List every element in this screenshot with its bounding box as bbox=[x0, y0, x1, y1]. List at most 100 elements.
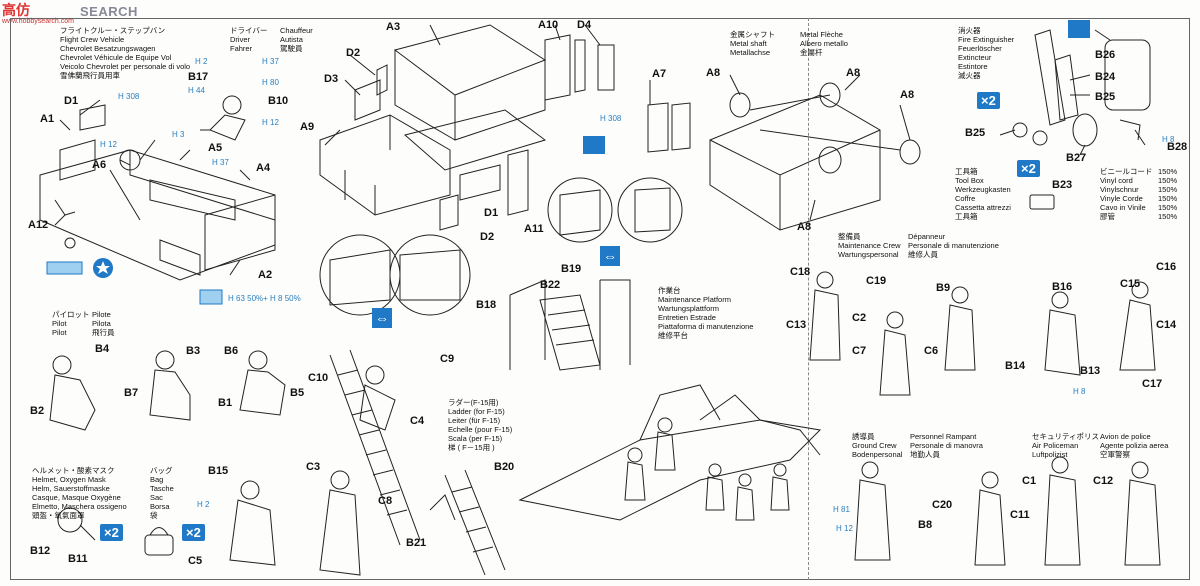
part-label: D3 bbox=[324, 73, 339, 85]
quantity-multiplier: ×2 bbox=[1017, 160, 1040, 177]
color-code: H 2 bbox=[197, 500, 210, 509]
part-label: A12 bbox=[28, 219, 49, 231]
part-label: B14 bbox=[1005, 360, 1026, 372]
crew-figures bbox=[49, 95, 1161, 576]
part-label: C6 bbox=[924, 345, 939, 357]
part-label: B25 bbox=[1095, 91, 1116, 103]
part-label: C15 bbox=[1120, 278, 1141, 290]
color-code: H 63 50%+ H 8 50% bbox=[228, 294, 301, 303]
ladder-caption: ラダー(F-15用)Ladder (for F-15)Leiter (für F… bbox=[448, 398, 513, 452]
part-label: A10 bbox=[538, 19, 559, 31]
color-code: H 81 bbox=[833, 505, 850, 514]
sheet-frame bbox=[10, 18, 1190, 580]
part-label: C1 bbox=[1022, 475, 1037, 487]
part-label: A8 bbox=[846, 67, 861, 79]
part-label: C11 bbox=[1010, 509, 1030, 521]
part-label: C20 bbox=[932, 499, 953, 511]
part-label: B19 bbox=[561, 263, 582, 275]
part-label: C18 bbox=[790, 266, 811, 278]
part-label: B10 bbox=[268, 95, 289, 107]
part-label: B7 bbox=[124, 387, 139, 399]
part-label: B17 bbox=[188, 71, 209, 83]
ladder-drawings bbox=[329, 349, 506, 576]
part-label: B5 bbox=[290, 387, 305, 399]
part-label: B26 bbox=[1095, 49, 1116, 61]
part-label: C19 bbox=[866, 275, 887, 287]
color-code: H 44 bbox=[188, 86, 205, 95]
part-label: A4 bbox=[256, 162, 271, 174]
part-label: C5 bbox=[188, 555, 203, 567]
part-label: C7 bbox=[852, 345, 867, 357]
part-label: B12 bbox=[30, 545, 51, 557]
part-label: A9 bbox=[300, 121, 315, 133]
color-code: H 8 bbox=[1162, 135, 1175, 144]
part-label: B24 bbox=[1095, 71, 1116, 83]
part-label: B23 bbox=[1052, 179, 1073, 191]
part-label: D4 bbox=[577, 19, 592, 31]
part-label: A8 bbox=[797, 221, 812, 233]
part-label: B16 bbox=[1052, 281, 1073, 293]
part-label: B28 bbox=[1167, 141, 1188, 153]
watermark-logo: 高仿 bbox=[2, 2, 30, 18]
color-code: H 2 bbox=[195, 57, 208, 66]
part-label: B27 bbox=[1066, 152, 1087, 164]
color-code: H 12 bbox=[262, 118, 279, 127]
chassis-wheels-drawing bbox=[709, 82, 921, 231]
f15-outline-drawing bbox=[518, 384, 822, 521]
part-label: A7 bbox=[652, 68, 667, 80]
part-label: C9 bbox=[440, 353, 455, 365]
part-label: C3 bbox=[306, 461, 321, 473]
watermark: 高仿 SEARCH www.hobbysearch.com bbox=[0, 0, 155, 25]
part-label: C12 bbox=[1093, 475, 1114, 487]
part-label: B3 bbox=[186, 345, 201, 357]
part-label: B15 bbox=[208, 465, 229, 477]
color-code: H 37 bbox=[212, 158, 229, 167]
part-label: A3 bbox=[386, 21, 401, 33]
part-label: B25 bbox=[965, 127, 986, 139]
color-code: H 37 bbox=[262, 57, 279, 66]
part-label: C2 bbox=[852, 312, 867, 324]
part-label: A11 bbox=[524, 223, 544, 235]
part-label: C4 bbox=[410, 415, 425, 427]
part-label: B11 bbox=[68, 553, 88, 565]
part-label: B1 bbox=[218, 397, 233, 409]
part-label: A1 bbox=[40, 113, 55, 125]
detail-arrow-icon: ⇔ bbox=[600, 246, 620, 266]
part-label: C14 bbox=[1156, 319, 1177, 331]
part-label: D2 bbox=[480, 231, 495, 243]
van-body-drawing bbox=[319, 24, 691, 231]
part-label: B4 bbox=[95, 343, 110, 355]
part-label: A8 bbox=[706, 67, 721, 79]
part-label: B22 bbox=[540, 279, 561, 291]
color-code: H 12 bbox=[100, 140, 117, 149]
part-label: C17 bbox=[1142, 378, 1163, 390]
part-label: C16 bbox=[1156, 261, 1177, 273]
color-code: H 8 bbox=[1073, 387, 1086, 396]
column-divider bbox=[808, 18, 809, 580]
quantity-multiplier: ×2 bbox=[182, 524, 205, 541]
part-label: A6 bbox=[92, 159, 107, 171]
part-label: B8 bbox=[918, 519, 933, 531]
vinyl-length-values: 150%150%150%150%150%150% bbox=[1158, 167, 1178, 221]
part-label: A5 bbox=[208, 142, 223, 154]
quantity-multiplier: ×2 bbox=[100, 524, 123, 541]
part-label: B9 bbox=[936, 282, 951, 294]
watermark-site: www.hobbysearch.com bbox=[2, 18, 74, 25]
